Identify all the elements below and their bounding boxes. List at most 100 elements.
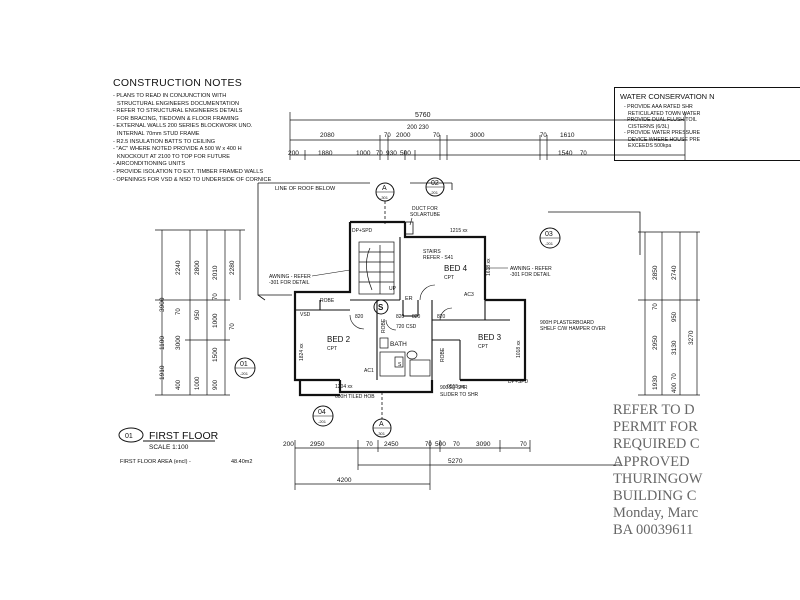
stairs-label: STAIRS (423, 249, 441, 255)
dim-label: 3000 (175, 335, 182, 350)
room-bed4-floor: CPT (444, 275, 454, 281)
note-line: - AIRCONDITIONING UNITS (113, 161, 186, 168)
dim-label: 2010 (212, 265, 219, 280)
dim-label: 70 (376, 151, 383, 157)
dim-label: 2740 (671, 265, 678, 280)
dim-label: 2950 (652, 335, 659, 350)
section-marker-04: 04 -201 (312, 405, 334, 427)
stamp-line: APPROVED (613, 453, 690, 470)
duct-label-2: SOLARTUBE (410, 212, 441, 218)
section-marker-a-bottom: A -301 (372, 392, 392, 438)
stairs-ref-label: REFER - S41 (423, 255, 454, 261)
dim-label: 500 (400, 150, 411, 157)
room-robe-label: ROBE (320, 298, 335, 304)
stamp-line: REFER TO D (613, 402, 695, 418)
shelf-label: SHELF C/W HAMPER OVER (540, 326, 606, 332)
dim-label: 70 (672, 373, 678, 380)
awning-left-label-2: -301 FOR DETAIL (269, 280, 310, 286)
dim-label: 2240 (175, 260, 182, 275)
duct-label: DUCT FOR (412, 206, 438, 212)
right-dimensions (638, 231, 700, 396)
dim-label: 1000 (212, 313, 219, 328)
dim-label: 1930 (652, 375, 659, 390)
dim-label: 3270 (688, 330, 695, 345)
room-bath-label: BATH (390, 341, 407, 348)
dim-label: 70 (540, 133, 547, 139)
duct-box (404, 221, 414, 235)
dim-label: 930 (386, 150, 397, 157)
note-line: - PLANS TO READ IN CONJUNCTION WITH (113, 93, 227, 99)
dim-label: 70 (520, 442, 527, 448)
dim-label: 70 (425, 442, 432, 448)
floor-scale: SCALE 1:100 (149, 444, 189, 451)
marker-letter: 02 (431, 180, 439, 187)
ac1-label: AC1 (364, 368, 374, 374)
note-line: - EXTERNAL WALLS 200 SERIES BLOCKWORK UN… (113, 123, 253, 130)
dim-label: 400 (672, 382, 678, 393)
stamp-line: BUILDING C (613, 488, 697, 505)
marker-letter: 01 (240, 361, 248, 368)
room-bed4-label: BED 4 (444, 264, 468, 273)
note-line: - REFER TO STRUCTURAL ENGINEERS DETAILS (113, 108, 243, 115)
door-dim: 820 (412, 314, 421, 320)
top-dimensions (289, 112, 686, 160)
marker-ref: -201 (430, 190, 439, 195)
awning-right-label: AWNING - REFER (510, 266, 552, 272)
dim-label: 1000 (356, 150, 371, 157)
dim-label: 1910 (159, 365, 166, 380)
dim-label: 1000 (195, 376, 201, 390)
wc-line: DEVICE WHERE HOUSE PRE (628, 136, 701, 143)
marker-ref: -201 (240, 371, 249, 376)
marker-letter: A (379, 421, 384, 428)
awning-right-label-2: -301 FOR DETAIL (510, 272, 551, 278)
dim-label: 200 (288, 150, 299, 157)
section-marker-a-top: A -301 (375, 182, 395, 225)
staircase (358, 241, 395, 295)
water-conservation-title: WATER CONSERVATION N (620, 92, 715, 101)
dim-label: 1500 (212, 347, 219, 362)
stamp-line: Monday, Marc (613, 505, 699, 522)
dim-note: 0515 xx (447, 384, 465, 390)
room-bed3-label: BED 3 (478, 333, 502, 342)
roof-outline (257, 182, 641, 301)
smoke-detector-label-2: DP+SPD (508, 379, 529, 385)
bath-fixtures (379, 337, 431, 377)
room-bed3-floor: CPT (478, 344, 488, 350)
marker-letter: 04 (318, 409, 326, 416)
dim-top-mid: 200 230 (407, 125, 429, 131)
dim-label: 2850 (652, 265, 659, 280)
dim-label: 1610 (560, 132, 575, 139)
wc-line: EXCEEDS 500kpa (628, 143, 672, 149)
marker-ref: -201 (318, 419, 327, 424)
dim-label: 70 (580, 151, 587, 157)
s-marker: S (373, 299, 389, 315)
robe-vertical-label-2: ROBE (440, 347, 446, 362)
floor-area-value: 48.40m2 (231, 459, 253, 465)
door-dim: 820 (437, 314, 446, 320)
wc-line: - PROVIDE WATER PRESSURE (624, 130, 701, 136)
smoke-detector-label: DP+SPD (352, 228, 373, 234)
dim-label: 1540 (558, 150, 573, 157)
marker-ref: -201 (545, 241, 554, 246)
left-dimensions (155, 229, 245, 396)
section-marker-01: 01 -201 (234, 357, 256, 379)
tiled-hob-label: 600H TILED HOB (335, 394, 375, 400)
dim-label: 3900 (159, 297, 166, 312)
stamp-line: PERMIT FOR (613, 419, 698, 436)
dim-label: 2080 (320, 132, 335, 139)
floor-area-label: FIRST FLOOR AREA (encl) - (120, 459, 191, 465)
note-line: INTERNAL 70mm STUD FRAME (117, 130, 200, 137)
marker-letter: 03 (545, 231, 553, 238)
dim-label: 3130 (671, 340, 678, 355)
dim-label: 2000 (396, 132, 411, 139)
dim-label: 1100 (159, 336, 166, 350)
dim-label: 70 (230, 323, 236, 330)
dim-label: 1880 (318, 150, 333, 157)
bottom-dimensions (294, 440, 620, 490)
robe-vertical-label: ROBE (381, 318, 387, 333)
note-line: - PROVIDE ISOLATION TO EXT. TIMBER FRAME… (113, 168, 264, 175)
note-line: STRUCTURAL ENGINEERS DOCUMENTATION (117, 100, 240, 107)
note-line: KNOCKOUT AT 2100 TO TOP FOR FUTURE (117, 153, 230, 160)
dim-label: 900 (213, 379, 219, 390)
roof-line-label: LINE OF ROOF BELOW (275, 186, 336, 192)
